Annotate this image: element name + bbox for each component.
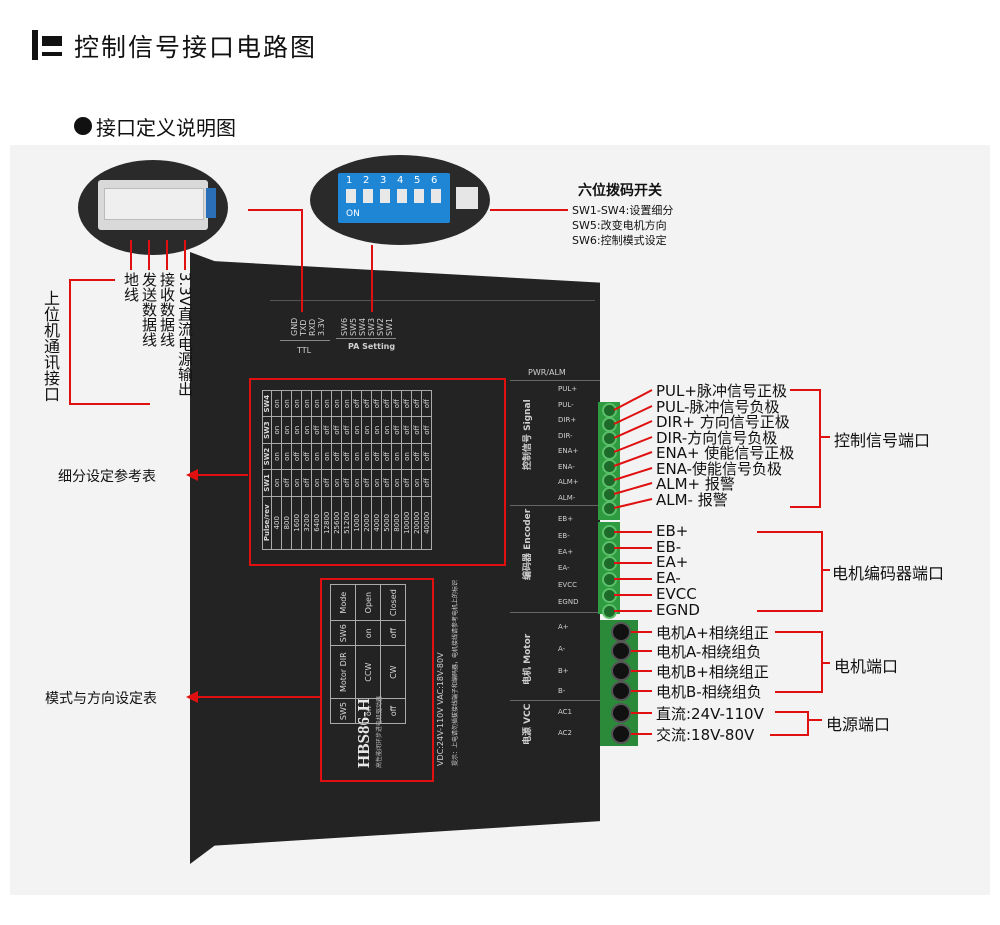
encoder-description: EB+: [656, 522, 689, 540]
signal-description: PUL-脉冲信号负极: [656, 398, 780, 416]
signal-pin-label: ENA+: [558, 447, 579, 455]
subdivision-table-caption: 细分设定参考表: [58, 469, 156, 485]
signal-description: ENA-使能信号负极: [656, 460, 783, 478]
dip-switch-photo: 1 2 3 4 5 6 ON: [310, 155, 490, 245]
motor-description: 电机B+相绕组正: [656, 663, 769, 681]
terminal-screw: [611, 724, 631, 744]
encoder-description: EA+: [656, 553, 689, 571]
motor-pin-label: A-: [558, 645, 566, 653]
signal-description: DIR-方向信号负极: [656, 429, 778, 447]
comm-connector-photo: [78, 160, 228, 255]
encoder-pin-label: EA+: [558, 548, 574, 556]
bullet-icon: [74, 117, 92, 135]
terminal-screw: [611, 703, 631, 723]
mode-table-frame: [320, 578, 434, 782]
dip-number: 2: [363, 175, 370, 186]
pa-setting-label: PA Setting: [348, 342, 396, 351]
signal-description: PUL+脉冲信号正极: [656, 382, 787, 400]
signal-pin-label: PUL+: [558, 385, 578, 393]
signal-pin-label: ALM-: [558, 494, 576, 502]
signal-pin-label: ENA-: [558, 463, 575, 471]
dip-on-label: ON: [346, 209, 360, 219]
motor-pin-label: A+: [558, 623, 569, 631]
encoder-pin-label: EGND: [558, 598, 579, 606]
signal-description: ALM+ 报警: [656, 475, 735, 493]
dip-desc-3: SW6:控制模式设定: [572, 234, 667, 247]
mode-table-caption: 模式与方向设定表: [45, 691, 157, 707]
encoder-pin-label: EVCC: [558, 581, 577, 589]
dip-number: 6: [431, 175, 438, 186]
terminal-screw: [611, 661, 631, 681]
driver-divider: [270, 300, 595, 301]
encoder-description: EA-: [656, 569, 681, 587]
subdivision-table-frame: [249, 378, 506, 566]
section-subtitle: 接口定义说明图: [96, 116, 236, 140]
encoder-description: EVCC: [656, 585, 697, 603]
pwr-alm-label: PWR/ALM: [528, 368, 566, 377]
ttl-label: TTL: [297, 346, 312, 355]
signal-pin-label: DIR+: [558, 416, 577, 424]
motor-description: 电机A+相绕组正: [656, 624, 769, 642]
encoder-pin-label: EA-: [558, 564, 570, 572]
signal-group-label: 控制信号端口: [834, 431, 931, 450]
encoder-description: EB-: [656, 538, 682, 556]
dip-title: 六位拨码开关: [578, 183, 662, 199]
motor-pin-label: B-: [558, 687, 566, 695]
comm-pin-3v3: 3.3V直流电源输出: [176, 272, 194, 397]
power-pin-label: AC1: [558, 708, 573, 716]
dip-desc-1: SW1-SW4:设置细分: [572, 204, 674, 217]
terminal-screw: [611, 681, 631, 701]
dip-number: 3: [380, 175, 387, 186]
terminal-screw: [611, 641, 631, 661]
stepper-driver-body: [190, 252, 600, 864]
comm-port-title: 上位机通讯接口: [41, 290, 60, 402]
motor-description: 电机A-相绕组负: [656, 643, 762, 661]
signal-pin-label: DIR-: [558, 432, 573, 440]
signal-description: ENA+ 使能信号正极: [656, 444, 795, 462]
dip-desc-2: SW5:改变电机方向: [572, 219, 667, 232]
encoder-pin-label: EB-: [558, 532, 570, 540]
comm-pin-rxd: 接收数据线: [158, 272, 176, 347]
page-title: 控制信号接口电路图: [74, 33, 318, 62]
comm-pin-gnd: 地线: [122, 272, 140, 302]
title-icon: [32, 30, 62, 60]
comm-pin-txd: 发送数据线: [140, 272, 158, 347]
motor-pin-label: B+: [558, 667, 569, 675]
power-pin-label: AC2: [558, 729, 573, 737]
dip-number: 4: [397, 175, 404, 186]
power-description: 直流:24V-110V: [656, 705, 764, 723]
motor-group-label: 电机端口: [834, 657, 899, 676]
encoder-pin-label: EB+: [558, 515, 574, 523]
power-group-label: 电源端口: [826, 715, 891, 734]
motor-description: 电机B-相绕组负: [656, 683, 762, 701]
encoder-description: EGND: [656, 601, 700, 619]
signal-pin-label: PUL-: [558, 401, 574, 409]
encoder-group-label: 电机编码器端口: [832, 564, 945, 583]
signal-description: DIR+ 方向信号正极: [656, 413, 790, 431]
signal-description: ALM- 报警: [656, 491, 728, 509]
dip-number: 5: [414, 175, 421, 186]
power-description: 交流:18V-80V: [656, 726, 755, 744]
dip-number: 1: [346, 175, 353, 186]
signal-pin-label: ALM+: [558, 478, 579, 486]
